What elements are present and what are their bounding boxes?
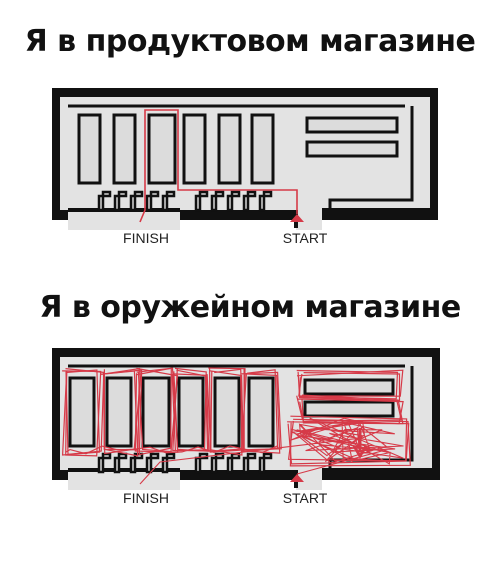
- path-loop: [209, 370, 243, 456]
- aisle-shelves: [68, 376, 275, 448]
- aisle-shelf: [141, 376, 171, 448]
- checkout-counter: [258, 452, 273, 474]
- aisle-shelf: [247, 376, 275, 448]
- back-wall-shelf: [328, 106, 414, 210]
- aisle-shelf: [68, 376, 96, 448]
- grocery-store-floor-plan: FINISH START: [52, 88, 438, 246]
- checkout-counter: [113, 190, 128, 212]
- checkout-counter: [129, 190, 144, 212]
- wall-shelves: [303, 378, 395, 418]
- aisle-shelf: [112, 113, 137, 185]
- checkout-counter: [113, 452, 128, 474]
- path-loop: [65, 368, 105, 455]
- start-label: START: [283, 490, 328, 506]
- checkout-counter: [161, 452, 176, 474]
- wall-shelf: [305, 116, 399, 134]
- checkout-counter: [194, 190, 209, 212]
- aisle-shelf: [105, 376, 133, 448]
- start-label: START: [283, 230, 328, 246]
- gun-store-floor-plan: FINISH START: [52, 348, 440, 506]
- checkout-counter: [226, 190, 241, 212]
- checkout-counter: [161, 190, 176, 212]
- checkout-counters: [97, 452, 273, 474]
- start-marker-icon: [290, 214, 304, 222]
- path-loop: [241, 368, 282, 451]
- path-loop: [297, 371, 401, 402]
- checkout-counter: [145, 190, 160, 212]
- wall-shelf: [303, 378, 395, 396]
- checkout-counter: [97, 190, 112, 212]
- caption-grocery-store: Я в продуктовом магазине: [24, 24, 476, 59]
- checkout-counter: [242, 190, 257, 212]
- aisle-shelf: [77, 113, 102, 185]
- path-loop: [296, 369, 404, 397]
- path-loop: [299, 396, 403, 423]
- caption-gun-store: Я в оружейном магазине: [39, 290, 461, 325]
- wall-shelves: [305, 116, 399, 158]
- aisle-shelves: [77, 113, 275, 185]
- wall-shelf: [305, 140, 399, 158]
- path-corridor: [65, 445, 279, 455]
- down-arrow-icon: [352, 428, 368, 459]
- start-marker-icon: [290, 474, 304, 482]
- checkout-counter: [194, 452, 209, 474]
- wall-shelf: [303, 400, 395, 418]
- shopper-path: [139, 109, 298, 223]
- checkout-counter: [242, 452, 257, 474]
- finish-label: FINISH: [123, 230, 169, 246]
- checkout-counter: [258, 190, 273, 212]
- path-loop: [136, 367, 172, 456]
- aisle-shelf: [250, 113, 275, 185]
- checkout-counter: [97, 452, 112, 474]
- finish-label: FINISH: [123, 490, 169, 506]
- checkout-counter: [210, 190, 225, 212]
- checkout-counters: [97, 190, 273, 212]
- path-loop: [103, 369, 139, 457]
- aisle-shelf: [177, 376, 205, 448]
- aisle-shelf: [182, 113, 207, 185]
- path-scribble: [139, 417, 404, 485]
- aisle-shelf: [213, 376, 241, 448]
- aisle-shelf: [147, 113, 177, 185]
- path-loop: [289, 418, 411, 467]
- shopper-path-chaotic: [61, 367, 411, 485]
- checkout-counter: [145, 452, 160, 474]
- checkout-counter: [129, 452, 144, 474]
- checkout-counter: [210, 452, 225, 474]
- aisle-shelf: [217, 113, 242, 185]
